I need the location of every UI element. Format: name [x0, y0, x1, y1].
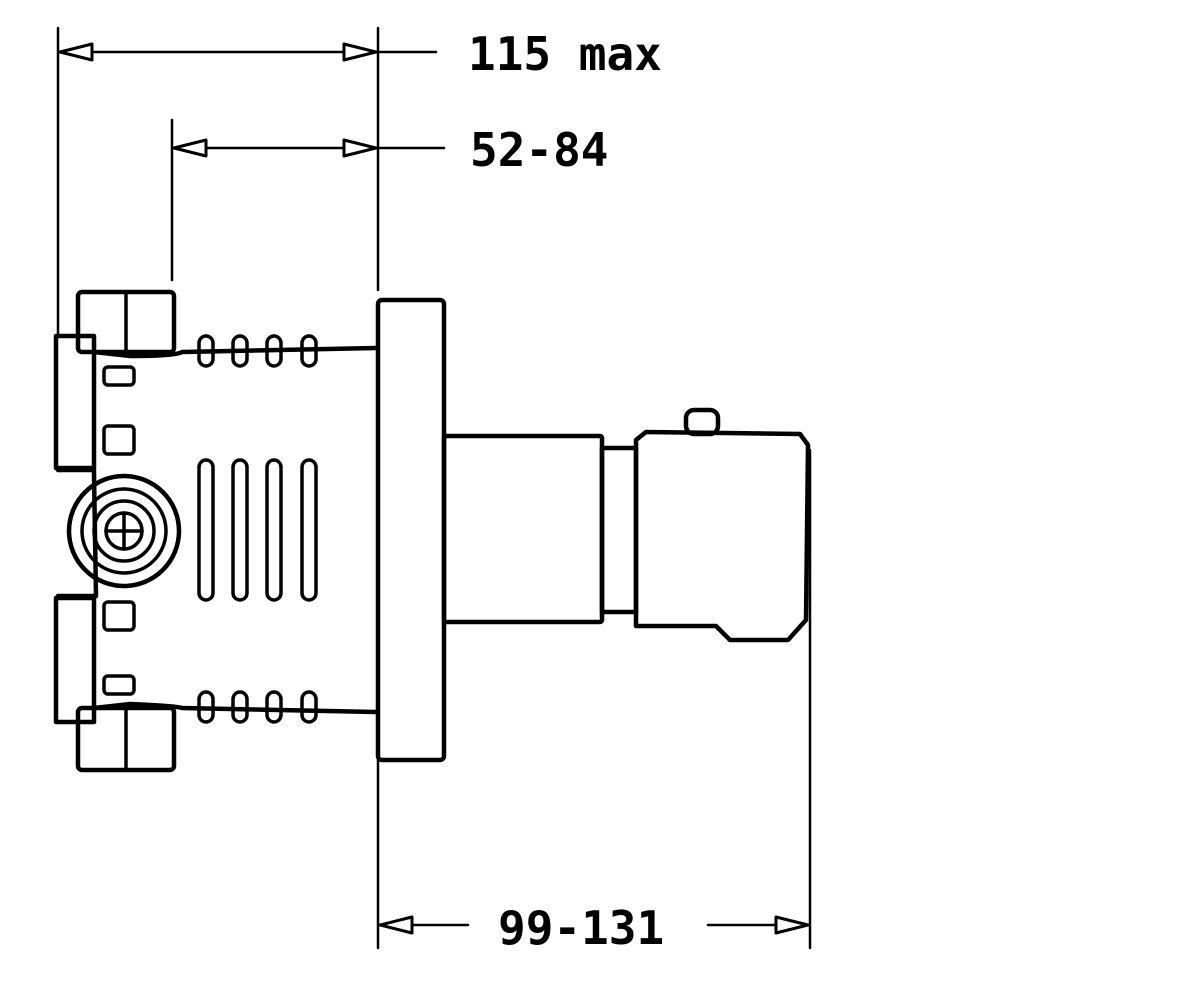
handle-cap [683, 407, 721, 437]
dimension-label-installation-depth: 52-84 [470, 123, 608, 177]
bottom-connector [75, 705, 177, 773]
dimension-installation-depth: 52-84 [172, 123, 608, 177]
upper-slots [197, 334, 318, 368]
dimension-label-projection: 99-131 [498, 901, 664, 955]
lower-mount-plate [53, 595, 97, 725]
extension-lines [56, 26, 812, 950]
dimension-label-overall-depth: 115 max [468, 27, 662, 81]
dimension-overall-depth: 115 max [58, 27, 662, 81]
top-connector [75, 289, 177, 355]
upper-mount-plate [53, 333, 97, 471]
wall-flange [375, 297, 447, 763]
dimension-projection: 99-131 [378, 901, 810, 955]
spindle-sleeve [441, 433, 639, 625]
central-port [66, 473, 182, 589]
handle [633, 407, 811, 643]
long-slots [197, 458, 318, 602]
valve-body [53, 289, 379, 773]
lower-slots [197, 690, 318, 724]
